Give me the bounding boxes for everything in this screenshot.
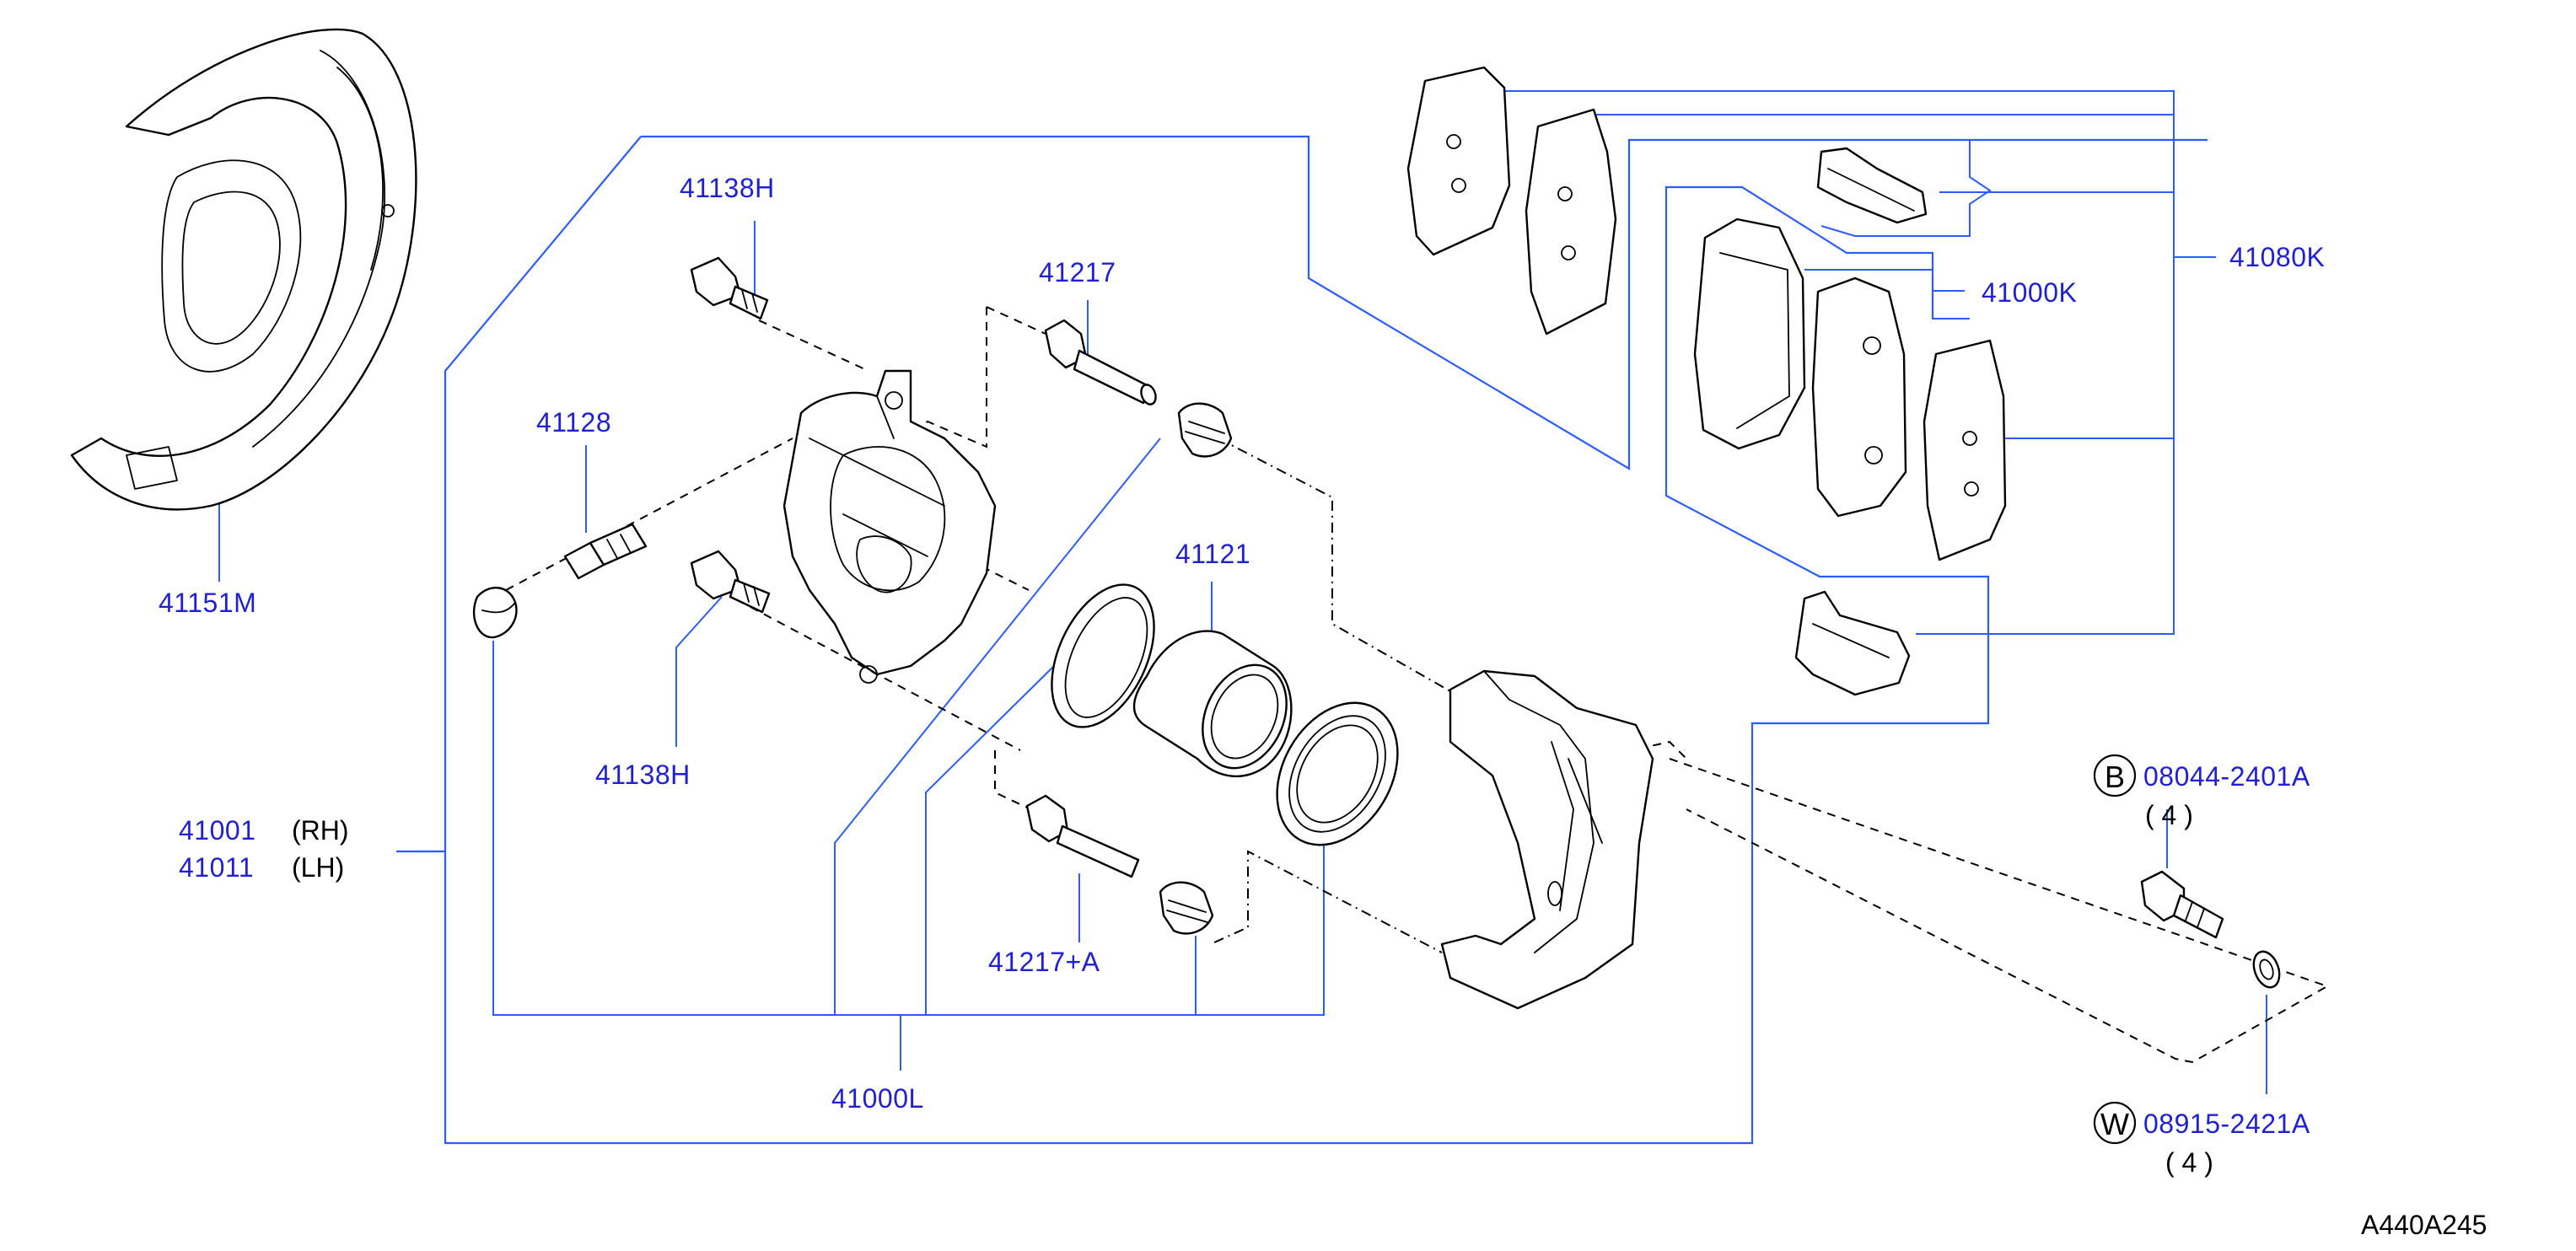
label-washer-qty: ( 4 ) <box>2165 1147 2213 1178</box>
caliper-assembly-frame <box>396 135 2208 1145</box>
piston-part <box>1132 630 1293 778</box>
label-41000K: 41000K <box>1982 277 2077 308</box>
brake-pad-inner-part <box>1811 277 1907 518</box>
part-leaders <box>218 221 2267 1094</box>
label-41128: 41128 <box>536 407 611 438</box>
bleeder-screw-part <box>563 523 648 580</box>
pad-shim-outer-part <box>1406 66 1511 256</box>
bolt-code-letter: B <box>2105 760 2125 794</box>
figure-code: A440A245 <box>2361 1210 2487 1240</box>
mount-bolt-part <box>2140 870 2224 939</box>
label-41080K: 41080K <box>2229 242 2325 272</box>
guide-pin-lower-part <box>1025 794 1140 878</box>
pad-kit-leaders <box>1501 90 2216 635</box>
label-41011: 41011 <box>179 852 254 883</box>
piston-seal-part <box>1051 583 1155 728</box>
torque-member-part <box>1440 669 1654 1010</box>
label-bolt-qty: ( 4 ) <box>2145 800 2193 830</box>
label-41121: 41121 <box>1175 539 1250 569</box>
dust-shield-part <box>70 28 417 511</box>
label-41138H-top: 41138H <box>680 173 775 203</box>
guide-bolt-top-part <box>690 256 769 320</box>
label-41217: 41217 <box>1039 257 1116 287</box>
dust-boot-part <box>1276 701 1399 846</box>
label-41001: 41001 <box>179 815 255 846</box>
pad-clip-top-part <box>1816 147 1928 224</box>
label-rh: (RH) <box>292 815 349 846</box>
brake-pad-outer-part <box>1693 217 1806 450</box>
label-08044-2401A: 08044-2401A <box>2143 761 2310 792</box>
assembly-lines <box>505 306 2330 1064</box>
label-41138H-mid: 41138H <box>595 760 691 790</box>
caliper-body-part <box>782 369 997 684</box>
label-08915-2421A: 08915-2421A <box>2143 1109 2310 1139</box>
guide-bolt-mid-part <box>690 550 771 614</box>
label-41217A: 41217+A <box>988 947 1100 977</box>
pin-boot-lower-part <box>1159 881 1214 935</box>
pad-shim-inner-part <box>1525 108 1617 336</box>
washer-code-letter: W <box>2100 1107 2129 1141</box>
washer-part <box>2252 950 2281 989</box>
pad-clip-bottom-part <box>1794 590 1911 696</box>
bleeder-cap-part <box>472 587 518 639</box>
pad-shim-lower-part <box>1923 339 2007 561</box>
washer-code-circle: W <box>2093 1101 2137 1145</box>
label-41000L: 41000L <box>831 1083 924 1114</box>
label-lh: (LH) <box>292 852 344 883</box>
guide-pin-top-part <box>1044 319 1157 405</box>
label-41151M: 41151M <box>159 588 256 618</box>
bolt-code-circle: B <box>2093 754 2137 797</box>
pin-boot-top-part <box>1177 402 1233 458</box>
